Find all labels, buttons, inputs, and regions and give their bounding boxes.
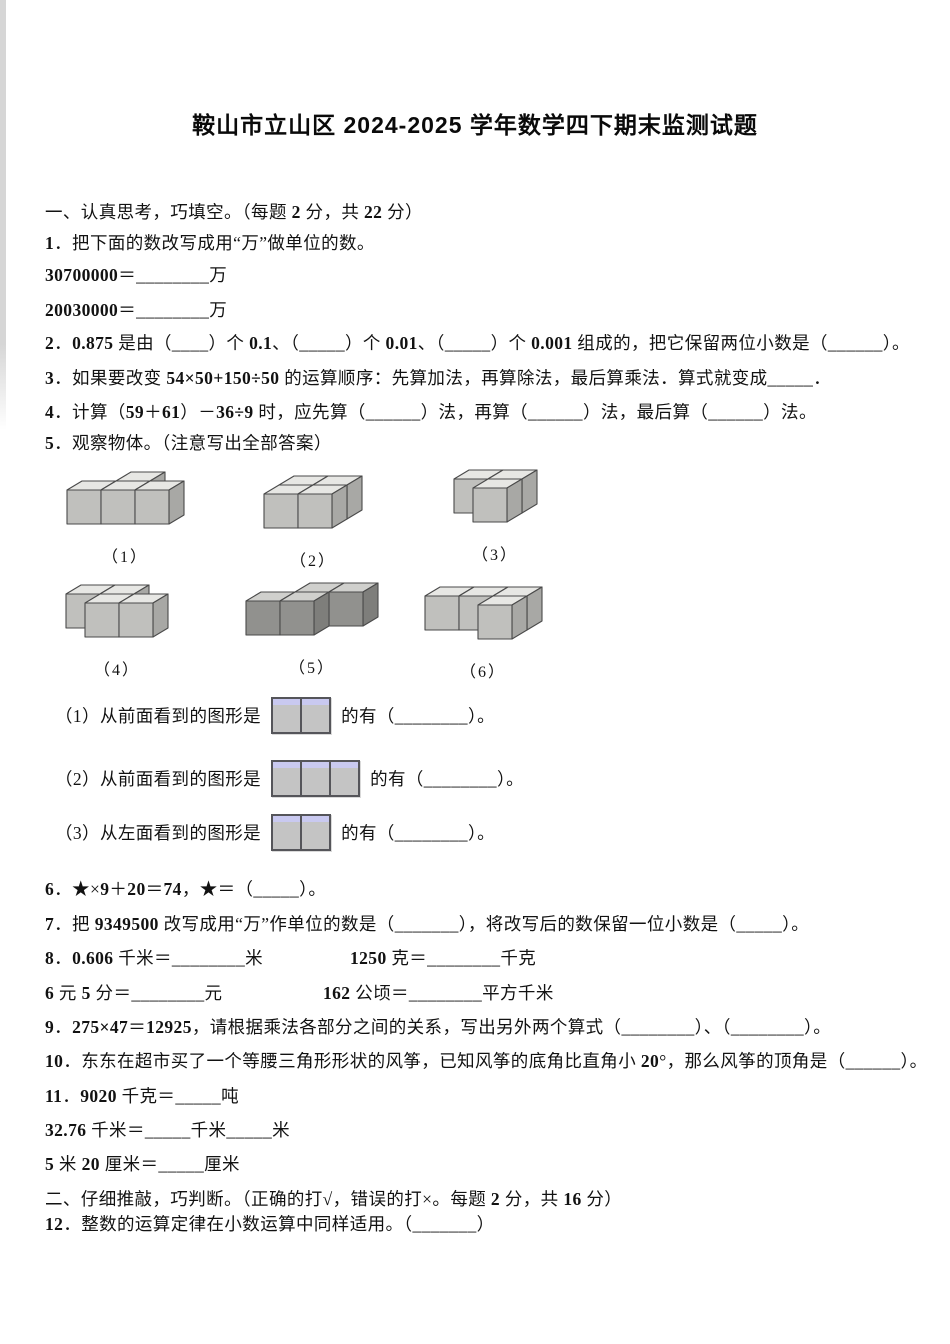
grid-cell xyxy=(271,813,303,851)
figure-1-label: （1） xyxy=(101,549,148,566)
question-8-line-2: 6 元 5 分＝________元 162 公顷＝________平方千米 xyxy=(45,981,553,1005)
grid-cell xyxy=(300,813,332,851)
cube-figure-4-image xyxy=(65,584,169,638)
cube-face xyxy=(65,489,102,525)
cube-face xyxy=(118,602,154,638)
cube-face xyxy=(245,600,281,636)
grid-cell xyxy=(300,759,332,797)
cube-figure-1: （1） xyxy=(50,470,200,567)
grid-cell xyxy=(300,696,332,734)
cube-face xyxy=(84,602,120,638)
cube-figure-3: （3） xyxy=(420,468,570,565)
q5-sub2-text-post: 的有（________）。 xyxy=(370,768,525,789)
figure-2-label: （2） xyxy=(289,553,336,570)
section-one-heading: 一、认真思考，巧填空。（每题 2 分，共 22 分） xyxy=(45,202,423,222)
view-grid-2-squares xyxy=(271,696,332,734)
cube-face xyxy=(423,595,460,631)
cube-face xyxy=(133,489,170,525)
question-5-prompt: 5．观察物体。（注意写出全部答案） xyxy=(45,433,332,453)
question-5-sub-2: （2）从前面看到的图形是 的有（________）。 xyxy=(55,757,524,799)
q5-sub3-text-pre: （3）从左面看到的图形是 xyxy=(55,822,262,843)
question-8-line-1: 8．0.606 千米＝________米 1250 克＝________千克 xyxy=(45,946,536,970)
cube-figure-2-image xyxy=(263,475,363,529)
figure-3-label: （3） xyxy=(471,547,518,564)
figure-5-label: （5） xyxy=(288,660,335,677)
question-5-sub-3: （3）从左面看到的图形是 的有（________）。 xyxy=(55,811,495,853)
cube-face xyxy=(328,591,364,627)
q8-line1-left: 8．0.606 千米＝________米 xyxy=(45,948,264,968)
scan-edge-artifact xyxy=(0,0,6,430)
cube-figure-3-image xyxy=(452,469,538,523)
cube-face xyxy=(297,493,333,529)
question-11-line-2: 32.76 千米＝_____千米_____米 xyxy=(45,1120,291,1140)
view-grid-2-squares xyxy=(271,813,332,851)
question-1-blank-2: 20030000＝________万 xyxy=(45,300,228,320)
q8-line1-right: 1250 克＝________千克 xyxy=(350,948,537,968)
cube-figure-4: （4） xyxy=(42,583,192,680)
cube-face xyxy=(471,487,508,523)
cube-figure-1-image xyxy=(65,471,185,525)
view-grid-3-squares xyxy=(271,759,361,797)
cube-figure-6: （6） xyxy=(408,585,558,682)
q8-line2-left: 6 元 5 分＝________元 xyxy=(45,983,223,1003)
q5-sub1-text-pre: （1）从前面看到的图形是 xyxy=(55,705,262,726)
q5-sub2-text-pre: （2）从前面看到的图形是 xyxy=(55,768,262,789)
cube-figure-5-image xyxy=(245,582,379,636)
question-10: 10．东东在超市买了一个等腰三角形形状的风筝，已知风筝的底角比直角小 20°，那… xyxy=(45,1051,928,1071)
question-6: 6．★×9＋20＝74，★＝（_____）。 xyxy=(45,879,327,899)
grid-cell xyxy=(271,759,303,797)
cube-face xyxy=(279,600,315,636)
question-11-line-3: 5 米 20 厘米＝_____厘米 xyxy=(45,1154,240,1174)
q5-sub3-text-post: 的有（________）。 xyxy=(341,822,496,843)
cube-face xyxy=(263,493,299,529)
page-title: 鞍山市立山区 2024-2025 学年数学四下期末监测试题 xyxy=(192,112,758,138)
question-9: 9．275×47＝12925，请根据乘法各部分之间的关系，写出另外两个算式（__… xyxy=(45,1017,832,1037)
q8-line2-right: 162 公顷＝________平方千米 xyxy=(323,983,554,1003)
question-2: 2．0.875 是由（____）个 0.1、（_____）个 0.01、（___… xyxy=(45,333,910,353)
question-1-blank-1: 30700000＝________万 xyxy=(45,265,228,285)
grid-cell xyxy=(271,696,303,734)
question-11-line-1: 11．9020 千克＝_____吨 xyxy=(45,1086,239,1106)
question-3: 3．如果要改变 54×50+150÷50 的运算顺序：先算加法，再算除法，最后算… xyxy=(45,368,832,388)
section-two-heading: 二、仔细推敲，巧判断。（正确的打√，错误的打×。每题 2 分，共 16 分） xyxy=(45,1189,623,1209)
question-4: 4．计算（59＋61）－36÷9 时，应先算（______）法，再算（_____… xyxy=(45,402,817,422)
cube-face xyxy=(476,604,513,640)
question-1-prompt: 1．把下面的数改写成用“万”做单位的数。 xyxy=(45,233,375,253)
figure-4-label: （4） xyxy=(93,662,140,679)
question-7: 7．把 9349500 改写成用“万”作单位的数是（_______），将改写后的… xyxy=(45,914,810,934)
question-12: 12．整数的运算定律在小数运算中同样适用。（_______） xyxy=(45,1214,495,1234)
cube-figure-2: （2） xyxy=(238,474,388,571)
q5-sub1-text-post: 的有（________）。 xyxy=(341,705,496,726)
grid-cell xyxy=(329,759,361,797)
question-5-sub-1: （1）从前面看到的图形是 的有（________）。 xyxy=(55,694,495,736)
cube-face xyxy=(99,489,136,525)
cube-figure-6-image xyxy=(423,586,543,640)
cube-figure-5: （5） xyxy=(237,581,387,678)
figure-6-label: （6） xyxy=(459,664,506,681)
